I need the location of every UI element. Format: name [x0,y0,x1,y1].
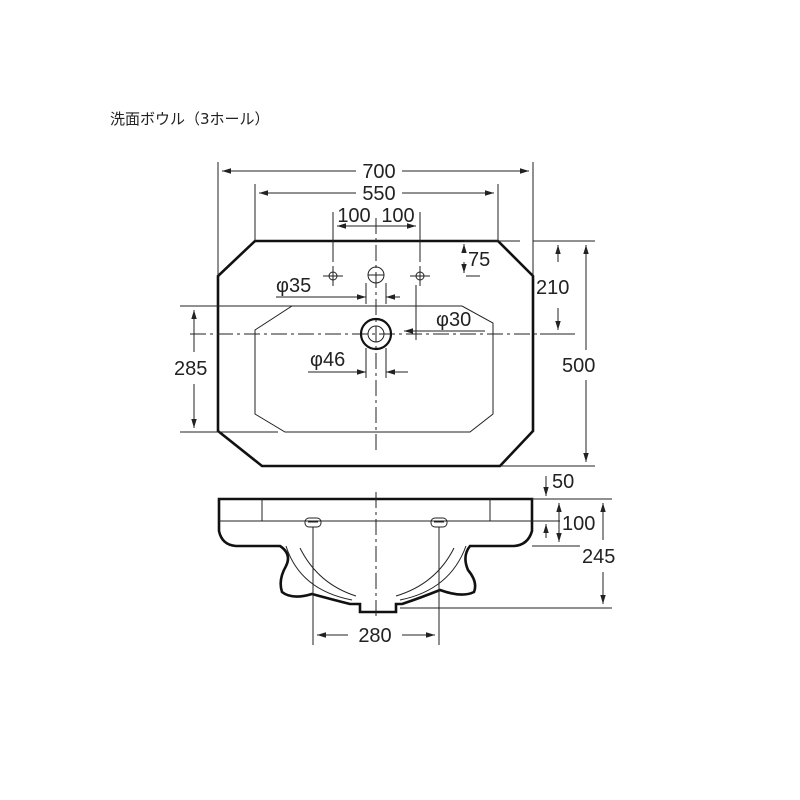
dim-tap-spacing-right: 100 [381,205,414,227]
drain-outer [359,317,393,351]
dim-front-height: 100 [562,513,595,535]
dim-bowl-depth: 285 [174,358,207,380]
dim-base-width: 280 [358,625,391,647]
dim-overflow-dia: φ30 [436,309,471,331]
dim-inner-width: 550 [362,183,395,205]
dim-depth-to-drain: 210 [536,277,569,299]
drain-inner [367,325,385,343]
diagram-title: 洗面ボウル（3ホール） [110,110,270,128]
basin-outline-side [217,497,534,614]
dim-tap-hole-dia: φ35 [276,275,311,297]
dim-drain-dia: φ46 [310,349,345,371]
dim-tap-spacing-left: 100 [337,205,370,227]
dim-overall-depth: 500 [562,355,595,377]
side-view [217,476,612,645]
dim-total-height: 245 [582,546,615,568]
dim-rim-height: 50 [552,471,574,493]
side-tap-right-mark [410,266,430,286]
dim-tap-hole-offset: 75 [468,249,490,271]
bowl-inner-outline [254,305,494,433]
side-tap-left-mark [323,266,343,286]
dim-overall-width: 700 [362,161,395,183]
top-view [190,218,565,468]
dimension-lines [180,162,595,467]
